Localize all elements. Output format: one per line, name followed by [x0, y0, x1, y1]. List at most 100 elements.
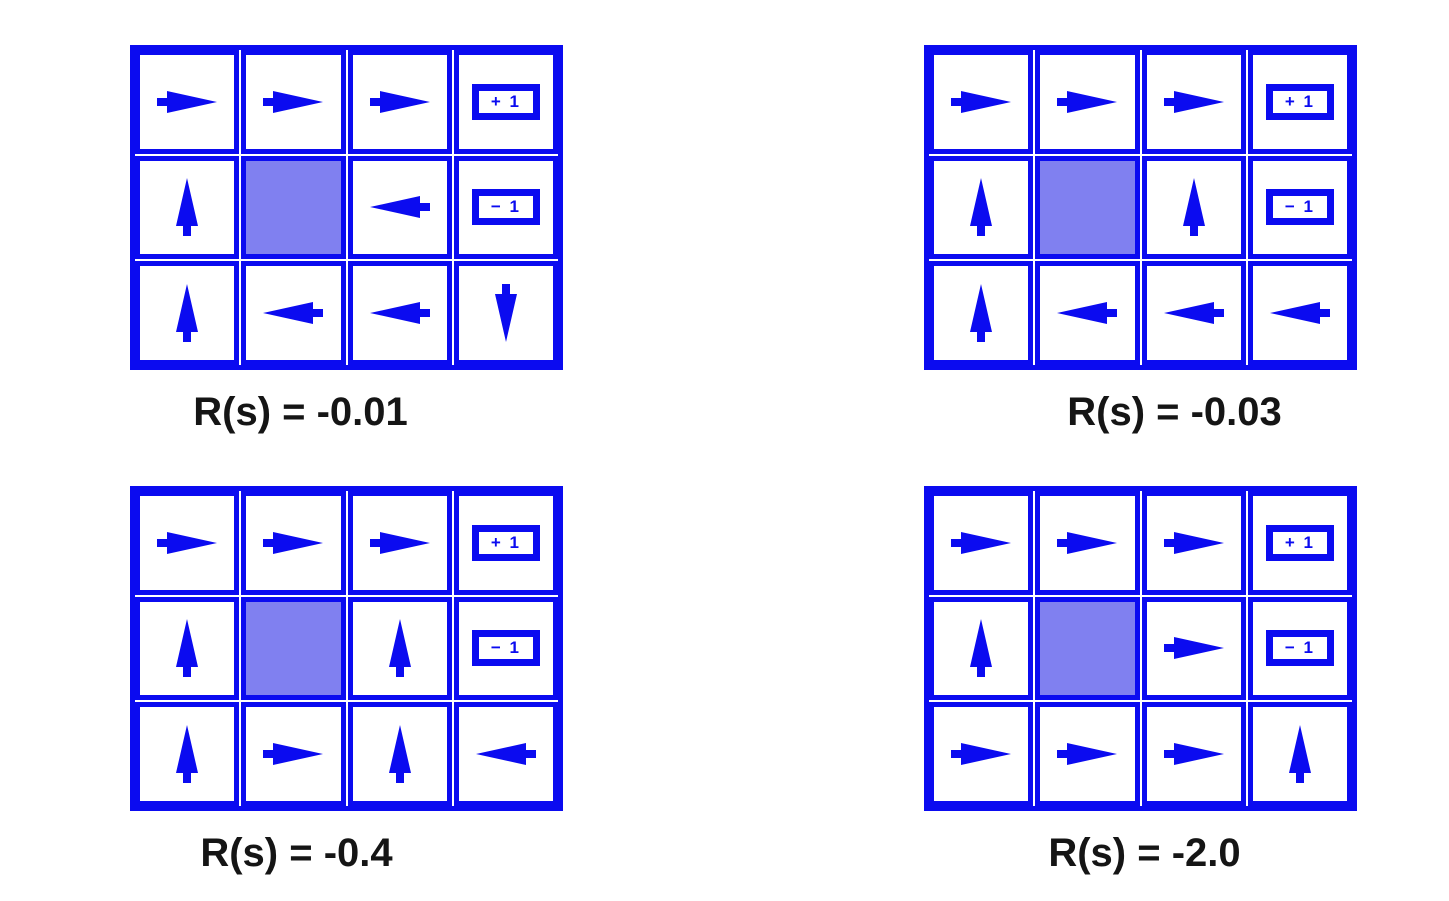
arrow-up-icon [176, 725, 199, 784]
policy-cell [347, 261, 452, 365]
policy-cell [1141, 491, 1246, 595]
terminal-plus-label: + 1 [1284, 91, 1315, 111]
policy-cell [135, 155, 240, 260]
quadrant-bottom-left: + 1 − 1 R(s) = -0.4 [130, 486, 563, 876]
terminal-plus-label: + 1 [490, 532, 521, 552]
policy-cell [347, 702, 452, 806]
terminal-plus-box: + 1 [471, 524, 540, 561]
arrow-right-icon [1163, 90, 1224, 113]
policy-cell [1035, 50, 1140, 154]
policy-cell [135, 491, 240, 595]
policy-cell [1247, 702, 1352, 806]
terminal-cell: + 1 [453, 50, 558, 154]
terminal-plus-label: + 1 [1284, 532, 1315, 552]
policy-cell [135, 702, 240, 806]
arrow-right-icon [1057, 531, 1118, 554]
policy-cell [135, 596, 240, 701]
blocked-cell [1035, 596, 1140, 701]
arrow-up-icon [970, 619, 993, 678]
policy-cell [453, 261, 558, 365]
terminal-cell: + 1 [1247, 491, 1352, 595]
arrow-left-icon [1163, 302, 1224, 325]
terminal-minus-box: − 1 [471, 189, 540, 226]
blocked-cell [1035, 155, 1140, 260]
arrow-right-icon [951, 90, 1012, 113]
policy-cell [135, 50, 240, 154]
arrow-up-icon [970, 178, 993, 237]
arrow-right-icon [263, 531, 324, 554]
reward-label: R(s) = -0.4 [200, 831, 393, 875]
gridworld-grid: + 1 − 1 [130, 486, 563, 811]
policy-cell [929, 261, 1034, 365]
terminal-plus-box: + 1 [471, 83, 540, 120]
arrow-up-icon [388, 725, 411, 784]
terminal-cell: + 1 [453, 491, 558, 595]
policy-cell [1141, 155, 1246, 260]
terminal-minus-label: − 1 [1284, 638, 1315, 658]
terminal-plus-box: + 1 [1265, 83, 1334, 120]
terminal-minus-box: − 1 [1265, 189, 1334, 226]
arrow-right-icon [263, 90, 324, 113]
arrow-right-icon [1163, 531, 1224, 554]
terminal-cell: + 1 [1247, 50, 1352, 154]
policy-cell [1035, 261, 1140, 365]
terminal-minus-label: − 1 [490, 638, 521, 658]
quadrant-top-left: + 1 − 1 R(s) = -0.01 [130, 45, 563, 435]
arrow-right-icon [1163, 637, 1224, 660]
terminal-minus-label: − 1 [1284, 197, 1315, 217]
policy-cell [241, 702, 346, 806]
arrow-down-icon [494, 284, 517, 343]
arrow-up-icon [970, 284, 993, 343]
policy-cell [1141, 261, 1246, 365]
terminal-cell: − 1 [1247, 596, 1352, 701]
gridworld-grid: + 1 − 1 [924, 45, 1357, 370]
arrow-left-icon [1057, 302, 1118, 325]
arrow-left-icon [369, 302, 430, 325]
terminal-cell: − 1 [453, 155, 558, 260]
quadrant-bottom-right: + 1 − 1 R(s) = -2.0 [924, 486, 1357, 876]
policy-cell [347, 596, 452, 701]
terminal-cell: − 1 [1247, 155, 1352, 260]
arrow-right-icon [1057, 90, 1118, 113]
arrow-up-icon [176, 284, 199, 343]
blocked-cell [241, 155, 346, 260]
policy-cell [929, 155, 1034, 260]
gridworld-grid: + 1 − 1 [924, 486, 1357, 811]
arrow-up-icon [1182, 178, 1205, 237]
quadrant-top-right: + 1 − 1 R(s) = -0.03 [924, 45, 1357, 435]
policy-cell [1141, 50, 1246, 154]
terminal-plus-box: + 1 [1265, 524, 1334, 561]
terminal-cell: − 1 [453, 596, 558, 701]
policy-cell [1247, 261, 1352, 365]
reward-label: R(s) = -0.03 [1067, 390, 1282, 434]
terminal-minus-box: − 1 [471, 630, 540, 667]
arrow-left-icon [1269, 302, 1330, 325]
policy-cell [1035, 702, 1140, 806]
policy-cell [929, 491, 1034, 595]
policy-cell [1141, 596, 1246, 701]
terminal-minus-box: − 1 [1265, 630, 1334, 667]
arrow-right-icon [951, 743, 1012, 766]
arrow-up-icon [176, 619, 199, 678]
blocked-cell [241, 596, 346, 701]
policy-cell [929, 596, 1034, 701]
arrow-right-icon [157, 531, 218, 554]
arrow-left-icon [475, 743, 536, 766]
reward-label: R(s) = -0.01 [193, 390, 408, 434]
arrow-right-icon [369, 90, 430, 113]
policy-cell [1141, 702, 1246, 806]
arrow-left-icon [263, 302, 324, 325]
arrow-up-icon [1288, 725, 1311, 784]
policy-cell [135, 261, 240, 365]
arrow-left-icon [369, 196, 430, 219]
policy-cell [929, 702, 1034, 806]
arrow-right-icon [157, 90, 218, 113]
reward-label: R(s) = -2.0 [1048, 831, 1241, 875]
arrow-up-icon [388, 619, 411, 678]
policy-cell [241, 261, 346, 365]
terminal-plus-label: + 1 [490, 91, 521, 111]
arrow-right-icon [951, 531, 1012, 554]
arrow-right-icon [1163, 743, 1224, 766]
policy-cell [241, 491, 346, 595]
